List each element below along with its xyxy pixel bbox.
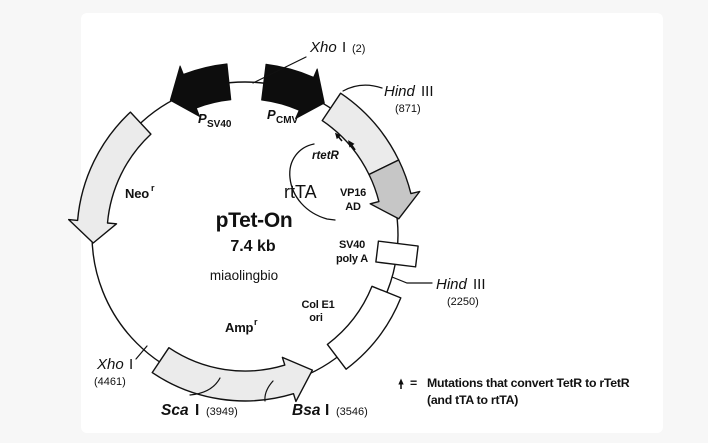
cole1-ori-label: Col E1 ori (301, 299, 334, 324)
site-position: (2) (352, 43, 365, 55)
pcmv-promoter-arrow (261, 63, 325, 119)
cole1-line2: ori (309, 312, 323, 324)
hind3-871-tick (342, 84, 383, 92)
site-label-sca1-3949: Sca I (3949) (161, 402, 238, 419)
plasmid-title-block: pTet-On 7.4 kb miaolingbio (210, 209, 293, 283)
site-label-xho1-2: Xho I (2) (309, 39, 365, 56)
site-unit: III (421, 83, 434, 100)
vp16-line2: AD (345, 201, 361, 213)
sv40-polya-label: SV40 poly A (336, 239, 368, 265)
site-enzyme: Bsa (292, 402, 321, 419)
site-unit: I (129, 356, 133, 373)
gene-superscript: r (151, 183, 155, 193)
site-label-hind3-2250: Hind III (2250) (436, 276, 486, 308)
site-unit: I (195, 402, 199, 419)
amp-gene-arrow (151, 347, 314, 403)
xho1-2-tick (252, 56, 307, 84)
site-enzyme: Hind (384, 83, 416, 100)
rtta-label: rtTA (284, 182, 317, 202)
rtta-bracket (289, 143, 336, 221)
psv40-promoter-arrow (169, 63, 232, 117)
hind3-2250-tick (391, 276, 433, 284)
site-enzyme: Hind (436, 276, 468, 293)
vp16-ad-arrow (368, 159, 421, 220)
legend-line1: Mutations that convert TetR to rTetR (427, 376, 630, 390)
vp16-ad-label: VP16 AD (340, 187, 366, 213)
rtetr-label: rtetR (312, 150, 340, 162)
promoter-symbol: P (198, 111, 207, 126)
bsa1-3546-tick (264, 380, 274, 402)
site-position: (2250) (447, 296, 479, 308)
site-label-hind3-871: Hind III (871) (384, 83, 434, 115)
plasmid-name: pTet-On (216, 209, 293, 232)
psv40-label: P SV40 (198, 111, 232, 130)
legend-line2: (and tTA to rtTA) (427, 393, 518, 407)
cole1-line1: Col E1 (301, 299, 334, 311)
site-position: (871) (395, 103, 421, 115)
sv40-polya-line2: poly A (336, 253, 368, 265)
legend-equals: = (410, 376, 417, 390)
site-position: (3949) (206, 406, 238, 418)
promoter-subscript: SV40 (207, 119, 232, 130)
site-unit: I (342, 39, 346, 56)
site-unit: I (325, 402, 329, 419)
site-label-bsa1-3546: Bsa I (3546) (292, 402, 368, 419)
amp-label: Amp r (225, 317, 258, 335)
site-position: (4461) (94, 376, 126, 388)
neo-gene-arrow (68, 111, 152, 244)
plasmid-size: 7.4 kb (230, 238, 276, 255)
cole1-ori-segment (326, 285, 402, 370)
pcmv-label: P CMV (267, 107, 299, 126)
gene-name: Amp (225, 320, 254, 335)
site-label-xho1-4461: Xho I (4461) (94, 356, 133, 388)
gene-superscript: r (254, 317, 258, 327)
site-unit: III (473, 276, 486, 293)
vp16-line1: VP16 (340, 187, 366, 199)
promoter-subscript: CMV (276, 115, 299, 126)
sv40-polya-box (375, 240, 419, 268)
xho1-4461-tick (135, 345, 148, 360)
sv40-polya-line1: SV40 (339, 239, 365, 251)
site-position: (3546) (336, 406, 368, 418)
legend: = Mutations that convert TetR to rTetR (… (397, 376, 630, 407)
legend-mutation-arrow-icon (397, 377, 405, 390)
site-enzyme: Xho (309, 39, 337, 56)
plasmid-brand: miaolingbio (210, 268, 278, 283)
gene-name: Neo (125, 186, 149, 201)
site-enzyme: Sca (161, 402, 189, 419)
neo-label: Neo r (125, 183, 155, 201)
rtetr-gene-arc (321, 92, 400, 176)
promoter-symbol: P (267, 107, 276, 122)
site-enzyme: Xho (96, 356, 124, 373)
sca1-3949-tick (189, 377, 221, 396)
